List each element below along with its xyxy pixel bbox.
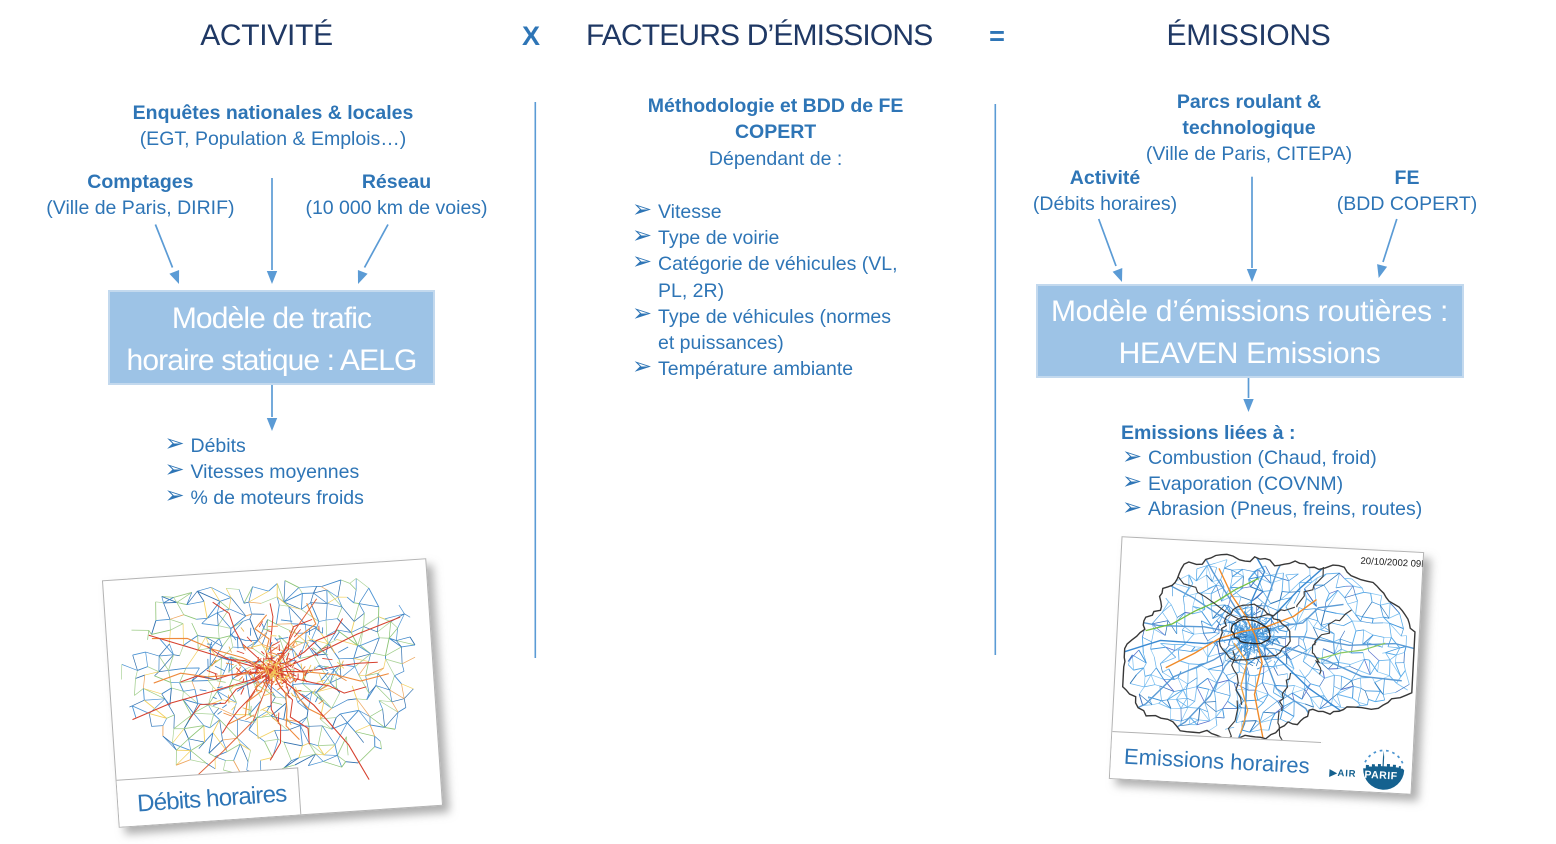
svg-text:▶AIR: ▶AIR bbox=[1328, 767, 1356, 779]
svg-text:PARIF: PARIF bbox=[1364, 768, 1398, 782]
